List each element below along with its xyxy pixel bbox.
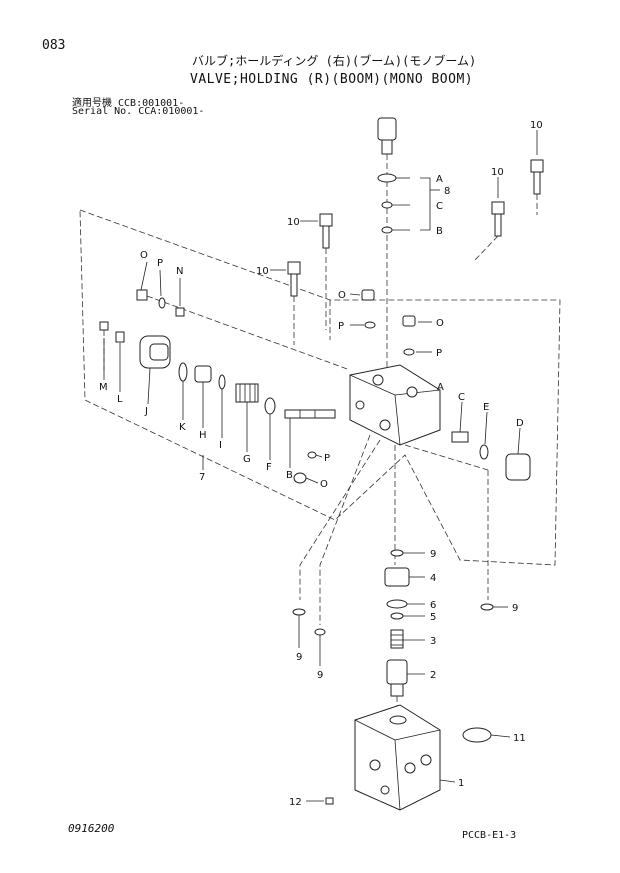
callout-10-a: 10 [530,120,543,131]
callout-10-d: 10 [256,266,269,277]
callout-10-c: 10 [287,217,300,228]
callout-a-top: A [436,174,443,185]
callout-a-mid: A [437,382,444,393]
callout-m: M [99,382,108,393]
o-ring-c [381,201,393,209]
callout-p-low: P [324,453,330,464]
serial-line-2: Serial No. CCA:010001- [72,106,205,117]
callout-12: 12 [289,797,302,808]
bolt-10-b [474,201,505,261]
footer-code-right: PCCB-E1-3 [462,830,517,841]
o-ring-p-left [158,297,166,309]
plug-o-right [402,315,416,327]
o-ring-k [178,362,188,382]
part-n [175,307,185,317]
callout-6: 6 [430,600,436,611]
title-japanese: バルブ;ホールディング (右)(ブーム)(モノブーム) [192,54,477,68]
bolt-10-c [319,213,333,330]
callout-e: E [483,402,489,413]
callout-2: 2 [430,670,436,681]
o-ring-b [381,226,393,234]
callout-i: I [219,440,222,451]
callout-g: G [243,454,251,465]
callout-4: 4 [430,573,436,584]
callout-l: L [117,394,123,405]
o-ring-p-mid [364,321,376,329]
callout-10-b: 10 [491,167,504,178]
sleeve-4 [384,567,410,587]
bolt-10-a [530,159,544,215]
callout-p-left: P [157,258,163,269]
part-h [194,365,212,383]
top-plug [377,117,397,370]
o-ring-9-top [390,549,404,557]
cap-j [139,335,171,369]
valve-housing-upper [349,364,441,446]
callout-k: K [179,422,186,433]
ring-6 [386,599,408,609]
callout-o-mid: O [338,290,346,301]
title-english: VALVE;HOLDING (R)(BOOM)(MONO BOOM) [190,72,474,87]
callout-7: 7 [199,472,205,483]
callout-o-left: O [140,250,148,261]
callout-9-left: 9 [296,652,302,663]
serial-line-1: 適用号機 CCB:001001- [72,98,185,109]
callout-p-right: P [436,348,442,359]
callout-c-mid: C [458,392,465,403]
callout-b-top: B [436,226,443,237]
callout-c-top: C [436,201,443,212]
o-ring-11 [462,727,492,743]
part-l [115,331,125,343]
o-ring-9-left [292,608,306,616]
valve-body-1 [354,704,441,811]
callout-3: 3 [430,636,436,647]
o-ring-e [479,444,489,460]
callout-9-mid: 9 [317,670,323,681]
o-ring-p-lower [307,451,317,459]
poppet-2 [386,659,408,697]
callout-9-top: 9 [430,549,436,560]
callout-h: H [199,430,207,441]
cap-d [505,453,531,481]
spool-b [284,409,336,419]
callout-n: N [176,266,183,277]
part-c [451,431,469,443]
plug-o-lower [293,472,307,484]
callout-o-low: O [320,479,328,490]
bolt-10-d [287,261,301,345]
washer-f [264,397,276,415]
spring-g [235,383,259,403]
spring-3 [390,629,404,649]
callout-5: 5 [430,612,436,623]
callout-p-mid: P [338,321,344,332]
o-ring-p-right [403,348,415,356]
callout-8: 8 [444,186,450,197]
callout-9-right: 9 [512,603,518,614]
o-ring-a [377,173,397,183]
callout-f: F [266,462,272,473]
plug-12 [325,797,334,805]
o-ring-9-right [480,603,494,611]
page-number: 083 [42,38,66,53]
plug-o-mid [361,289,375,301]
callout-b-low: B [286,470,293,481]
callout-1: 1 [458,778,464,789]
footer-code-left: 0916200 [68,822,115,835]
callout-j: J [144,406,148,417]
o-ring-9-mid [314,628,326,636]
callout-o-right: O [436,318,444,329]
o-ring-5 [390,612,404,620]
callout-11: 11 [513,733,526,744]
subassembly-boundary [79,209,561,566]
callout-d: D [516,418,524,429]
o-ring-i [218,374,226,390]
